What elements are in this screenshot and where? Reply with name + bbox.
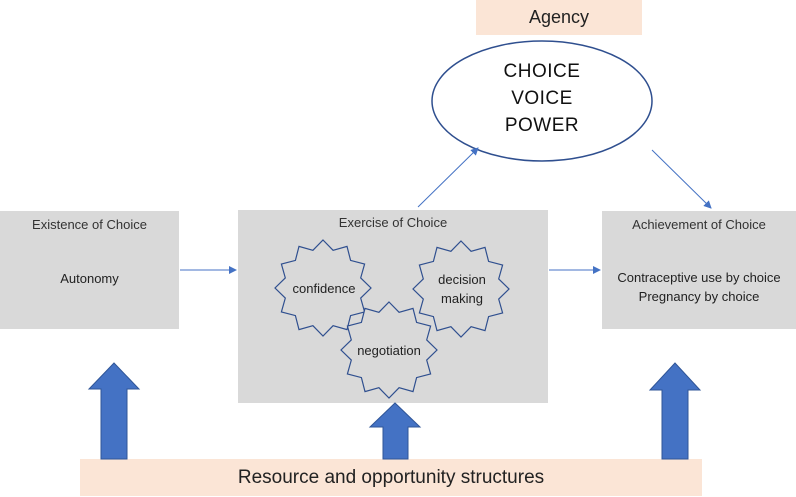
resource-structures-label: Resource and opportunity structures	[237, 466, 545, 488]
achievement-title: Achievement of Choice	[632, 217, 766, 232]
confidence-text: confidence	[292, 280, 356, 296]
achievement-line-2: Pregnancy by choice	[638, 289, 760, 304]
exercise-title: Exercise of Choice	[338, 215, 448, 230]
existence-text: Autonomy	[60, 271, 119, 286]
agency-oval-text: CHOICE VOICE POWER	[432, 58, 652, 139]
agency-oval	[431, 40, 653, 162]
decision-making-star	[412, 240, 510, 338]
negotiation-star	[340, 301, 438, 399]
negotiation-text: negotiation	[357, 342, 421, 358]
agency-label-text: Agency	[528, 7, 590, 27]
existence-title: Existence of Choice	[32, 217, 147, 232]
block-arrow-right	[648, 362, 702, 460]
arrow-exercise-to-agency	[417, 147, 479, 208]
agency-choice: CHOICE	[503, 61, 581, 82]
existence-of-choice-box: Existence of Choice Autonomy	[0, 211, 179, 329]
resource-structures-band: Resource and opportunity structures	[80, 459, 702, 496]
agency-power: POWER	[504, 115, 580, 136]
block-arrow-left	[87, 362, 141, 460]
decision-text: decision	[438, 272, 486, 287]
decision-making-star-label: decision making	[416, 268, 508, 310]
making-text: making	[441, 291, 483, 306]
agency-label: Agency	[476, 0, 642, 35]
confidence-star	[274, 239, 372, 337]
block-arrow-middle	[368, 402, 422, 460]
negotiation-star-label: negotiation	[343, 339, 435, 361]
arrow-agency-to-achievement	[651, 149, 712, 209]
achievement-line-1: Contraceptive use by choice	[617, 270, 781, 285]
confidence-star-label: confidence	[278, 277, 370, 299]
achievement-of-choice-box: Achievement of Choice Contraceptive use …	[602, 211, 796, 329]
agency-voice: VOICE	[511, 88, 573, 109]
